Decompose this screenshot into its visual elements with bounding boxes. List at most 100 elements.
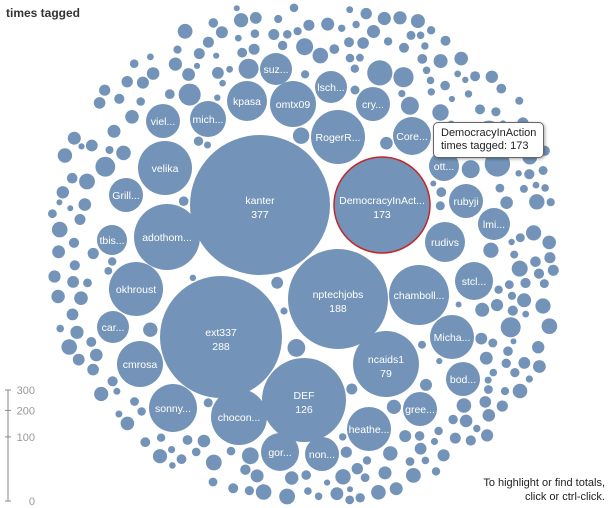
bubble-circle[interactable] [270,81,316,127]
bubble-circle[interactable] [305,437,339,471]
bubble[interactable]: bod... [446,362,480,396]
bubble[interactable]: RogerR... [311,110,365,164]
bubble-circle[interactable] [262,358,346,442]
filler-bubble [355,493,365,503]
bubble-circle[interactable] [425,222,465,262]
bubble[interactable]: car... [97,311,129,343]
bubble-circle[interactable] [446,362,480,396]
bubble[interactable]: tbis... [97,225,127,255]
filler-bubble [137,407,146,416]
bubble[interactable]: DemocracyInAct...173 [333,156,431,254]
filler-bubble [213,52,220,59]
bubble-circle[interactable] [356,87,390,121]
filler-bubble [48,270,61,283]
bubble-label: car... [102,322,125,334]
bubble-circle[interactable] [190,101,226,137]
bubble[interactable]: adothom... [134,204,200,270]
bubble-circle[interactable] [117,341,163,387]
filler-bubble [479,351,493,365]
bubble-circle[interactable] [430,315,474,359]
bubble[interactable]: viel... [146,104,180,138]
bubble-circle[interactable] [97,225,127,255]
filler-bubble [449,432,461,444]
filler-bubble [285,471,299,485]
bubble-circle[interactable] [109,262,163,316]
bubble-circle[interactable] [478,208,510,240]
bubble[interactable]: rubyji [449,184,483,218]
bubble[interactable]: Micha... [430,315,474,359]
bubble-circle[interactable] [353,331,419,397]
bubble-circle[interactable] [211,389,267,445]
bubble-circle[interactable] [333,156,431,254]
bubble-circle[interactable] [138,141,192,195]
filler-bubble [535,298,551,314]
labeled-bubbles[interactable]: kanter377ext337288nptechjobs188Democracy… [97,53,510,471]
filler-bubble [104,267,113,275]
bubble-circle[interactable] [261,433,299,471]
bubble[interactable]: lmi... [478,208,510,240]
bubble-circle[interactable] [311,110,365,164]
bubble-circle[interactable] [393,117,431,155]
bubble[interactable]: suz... [260,53,292,85]
bubble[interactable]: mich... [190,101,226,137]
filler-bubble [398,90,406,98]
bubble-circle[interactable] [389,265,449,325]
filler-bubble [146,67,160,80]
bubble-circle[interactable] [288,249,388,349]
bubble-circle[interactable] [190,135,330,275]
bubble[interactable]: rudivs [425,222,465,262]
bubble[interactable]: ott... [429,151,459,181]
bubble[interactable]: lsch... [315,71,347,103]
filler-bubble [108,257,117,266]
filler-bubble [539,279,549,289]
filler-bubble [177,23,193,39]
bubble-circle[interactable] [455,262,493,300]
bubble[interactable]: okhroust [109,262,163,316]
bubble-circle[interactable] [449,184,483,218]
bubble-circle[interactable] [97,311,129,343]
bubble[interactable]: omtx09 [270,81,316,127]
bubble-circle[interactable] [109,178,143,212]
filler-bubble [490,299,504,312]
bubble[interactable]: cry... [356,87,390,121]
filler-bubble [357,37,369,49]
bubble-circle[interactable] [315,71,347,103]
bubble[interactable]: non... [305,437,339,471]
bubble[interactable]: kpasa [227,81,267,121]
bubble[interactable]: Core... [393,117,431,155]
bubble-label: ncaids1 [368,354,404,366]
bubble-label: lsch... [317,82,344,94]
bubble[interactable]: velika [138,141,192,195]
bubble-circle[interactable] [134,204,200,270]
bubble-circle[interactable] [227,81,267,121]
bubble-circle[interactable] [403,392,437,426]
bubble-circle[interactable] [160,276,282,398]
filler-bubble [67,276,79,288]
bubble[interactable]: chamboll... [389,265,449,325]
filler-bubble [417,54,428,64]
filler-bubble [426,76,435,85]
filler-bubble [214,94,221,101]
bubble[interactable]: gor... [261,433,299,471]
bubble[interactable]: Grill... [109,178,143,212]
bubble[interactable]: stcl... [455,262,493,300]
bubble[interactable]: heathe... [347,407,391,451]
filler-bubble [367,25,380,38]
bubble-circle[interactable] [429,151,459,181]
filler-bubble [250,469,264,483]
bubble-circle[interactable] [260,53,292,85]
bubble[interactable]: cmrosa [117,341,163,387]
bubble[interactable]: chocon... [211,389,267,445]
bubble-circle[interactable] [347,407,391,451]
bubble[interactable]: gree... [403,392,437,426]
bubble-circle[interactable] [146,104,180,138]
bubble-circle[interactable] [149,384,197,432]
filler-bubble [90,348,103,362]
bubble[interactable]: sonny... [149,384,197,432]
